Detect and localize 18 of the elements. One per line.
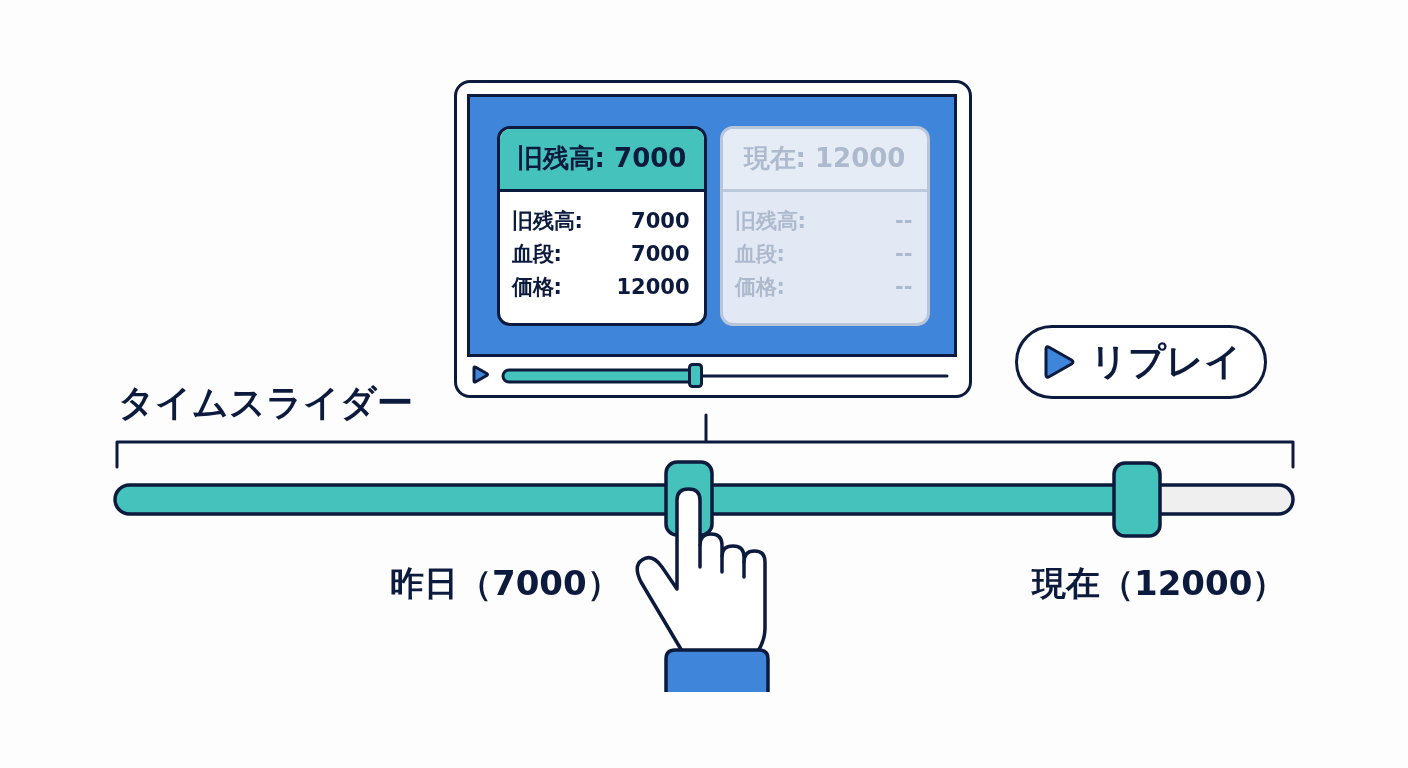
card-header: 現在: 12000 (722, 128, 927, 192)
field-value: -- (895, 240, 913, 268)
field-value: 12000 (616, 273, 690, 301)
field-label: 血段: (511, 240, 562, 268)
card-header: 旧残高: 7000 (499, 128, 704, 192)
field-value: -- (895, 207, 913, 235)
replay-button: リプレイ (1015, 325, 1267, 399)
monitor-frame (454, 80, 972, 398)
info-card (496, 125, 707, 326)
field-label: 旧残高: (511, 207, 583, 235)
slider-title: タイムスライダー (118, 381, 413, 425)
field-value: 7000 (631, 240, 690, 268)
field-value: 7000 (631, 207, 690, 235)
field-value: -- (895, 273, 913, 301)
info-card (719, 125, 930, 326)
field-label: 価格: (511, 273, 562, 301)
value-label: 現在（12000） (1032, 563, 1287, 604)
value-label: 昨日（7000） (390, 563, 621, 604)
